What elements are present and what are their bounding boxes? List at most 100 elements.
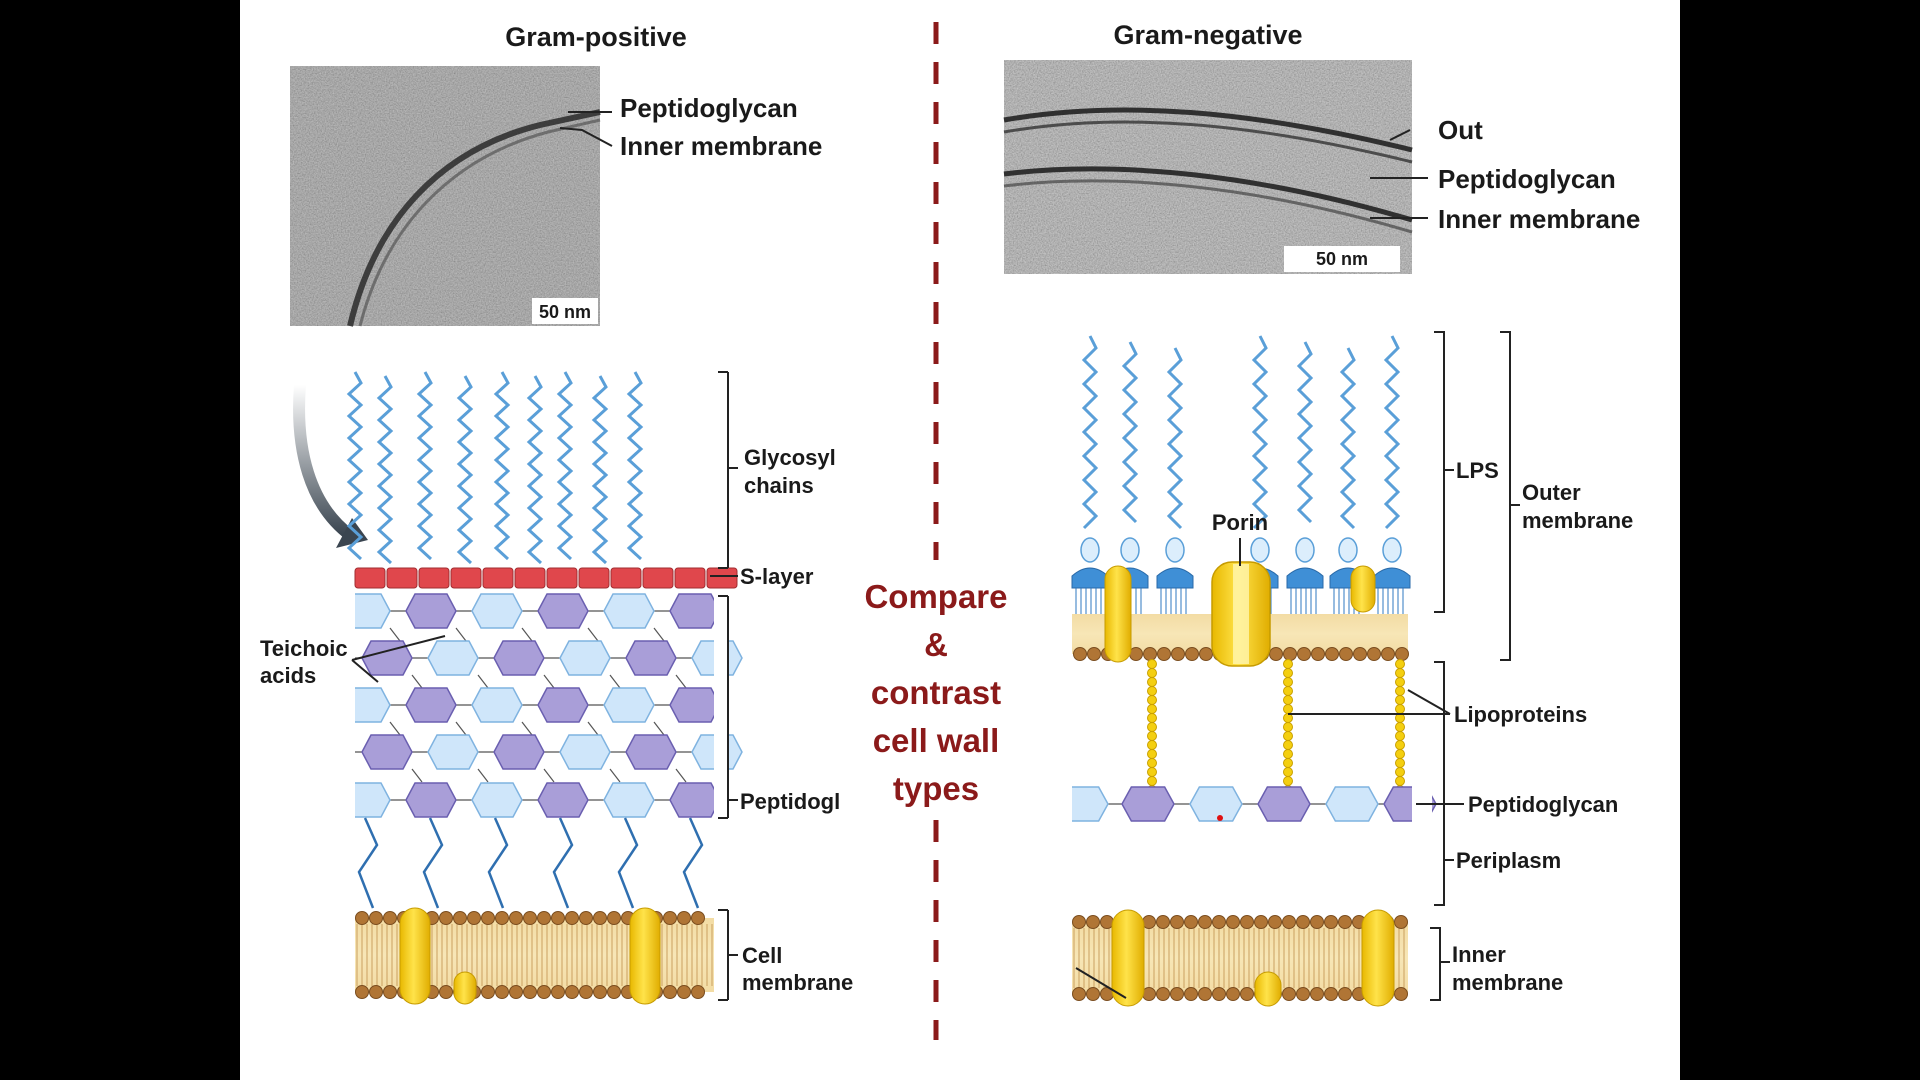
gp-membrane-head xyxy=(495,911,509,925)
nag-unit xyxy=(559,734,611,770)
lipoprotein-bead xyxy=(1395,704,1405,714)
peptide-crosslink xyxy=(675,768,687,783)
center-text-2: & xyxy=(924,626,948,663)
gp-membrane-head xyxy=(565,985,579,999)
nam-unit xyxy=(537,782,589,818)
mesh-mask-right xyxy=(714,590,728,820)
nag-unit xyxy=(427,734,479,770)
gn-inner-head xyxy=(1212,987,1226,1001)
peptide-crosslink xyxy=(543,768,555,783)
lipoprotein-bead xyxy=(1147,731,1157,741)
cursor-dot xyxy=(1217,815,1223,821)
gn-inner-membrane-micro-label: Inner membrane xyxy=(1438,204,1640,234)
peptide-crosslink xyxy=(411,674,423,689)
gram-negative-micrograph: 50 nm xyxy=(1003,60,1413,274)
gp-membrane-head xyxy=(439,985,453,999)
s-layer-unit xyxy=(482,567,514,589)
gn-inner-head xyxy=(1198,987,1212,1001)
mesh-mask-left xyxy=(280,590,355,820)
lipoprotein-bead xyxy=(1395,722,1405,732)
peptide-crosslink xyxy=(477,674,489,689)
linker-chain xyxy=(552,817,574,909)
lipoprotein-bead xyxy=(1147,722,1157,732)
linker-chain xyxy=(682,817,704,909)
peptide-crosslink xyxy=(521,721,533,736)
gn-mask-left xyxy=(1040,780,1072,830)
peptide-crosslink xyxy=(455,627,467,642)
lipoprotein-bead xyxy=(1283,686,1293,696)
gp-peptidoglycan-label: Peptidogl xyxy=(740,789,840,814)
outer-head xyxy=(1073,647,1087,661)
gn-inner-head xyxy=(1338,915,1352,929)
gn-inner-head xyxy=(1072,987,1086,1001)
gp-membrane-head xyxy=(537,985,551,999)
gp-membrane-head xyxy=(369,985,383,999)
s-layer-unit xyxy=(546,567,578,589)
center-text-3: contrast xyxy=(871,674,1001,711)
membrane-protein xyxy=(1350,565,1376,613)
gn-inner-head xyxy=(1170,915,1184,929)
pointer-line xyxy=(1075,967,1127,999)
gp-membrane-head xyxy=(355,985,369,999)
glycosyl-label-2: chains xyxy=(744,473,814,498)
gp-membrane-head xyxy=(481,985,495,999)
nag-unit xyxy=(427,640,479,676)
peptide-crosslink xyxy=(675,674,687,689)
gp-membrane-head xyxy=(523,985,537,999)
lps-chain xyxy=(1251,335,1269,530)
cell-membrane-label-1: Cell xyxy=(742,943,782,968)
lipid-a xyxy=(1156,567,1194,589)
slide: Gram-positive 50 nm Peptidoglycan Inner … xyxy=(240,0,1680,1080)
lps-core xyxy=(1382,537,1402,563)
outer-head xyxy=(1185,647,1199,661)
gp-s-layer xyxy=(354,567,738,589)
linker-chain xyxy=(422,817,444,909)
peptide-crosslink xyxy=(543,674,555,689)
lipoprotein-bead xyxy=(1147,713,1157,723)
gn-nag-unit xyxy=(1189,786,1243,822)
gn-inner-head xyxy=(1156,915,1170,929)
s-layer-unit xyxy=(514,567,546,589)
lps-core xyxy=(1250,537,1270,563)
center-text-5: types xyxy=(893,770,979,807)
curved-arrow xyxy=(293,384,354,540)
peptide-crosslink xyxy=(609,674,621,689)
s-layer-unit xyxy=(418,567,450,589)
cell-membrane-label-2: membrane xyxy=(742,970,853,995)
lipoprotein-bead xyxy=(1147,704,1157,714)
lipoprotein-bead xyxy=(1395,659,1405,669)
membrane-protein xyxy=(1111,909,1145,1007)
gp-membrane-head xyxy=(537,911,551,925)
gp-membrane-head xyxy=(607,911,621,925)
lipoprotein-bead xyxy=(1147,740,1157,750)
lipoprotein-bead xyxy=(1283,722,1293,732)
glycosyl-chain xyxy=(626,371,644,561)
gn-inner-head xyxy=(1296,915,1310,929)
lipoprotein-bead xyxy=(1395,731,1405,741)
peptide-crosslink xyxy=(477,768,489,783)
peptide-crosslink xyxy=(653,721,665,736)
nam-unit xyxy=(669,782,721,818)
gp-membrane-head xyxy=(677,985,691,999)
lipoprotein-bead xyxy=(1283,668,1293,678)
membrane-protein xyxy=(399,907,431,1005)
nag-unit xyxy=(603,593,655,629)
outer-head xyxy=(1283,647,1297,661)
membrane-protein xyxy=(1361,909,1395,1007)
gn-nam-unit xyxy=(1257,786,1311,822)
s-layer-label: S-layer xyxy=(740,564,814,589)
outer-head xyxy=(1143,647,1157,661)
gp-membrane-head xyxy=(453,911,467,925)
inner-membrane-label-2: membrane xyxy=(1452,970,1563,995)
gn-inner-head xyxy=(1254,915,1268,929)
lipoprotein-bead xyxy=(1395,758,1405,768)
gp-membrane-head xyxy=(439,911,453,925)
porin-channel xyxy=(1233,564,1249,664)
glycosyl-chain xyxy=(493,371,511,561)
lipoprotein-bead xyxy=(1283,767,1293,777)
gn-inner-head xyxy=(1240,987,1254,1001)
membrane-protein xyxy=(1254,971,1282,1007)
linker-chain xyxy=(617,817,639,909)
gn-peptidoglycan-micro-label: Peptidoglycan xyxy=(1438,164,1616,194)
lipoprotein-bead xyxy=(1147,767,1157,777)
